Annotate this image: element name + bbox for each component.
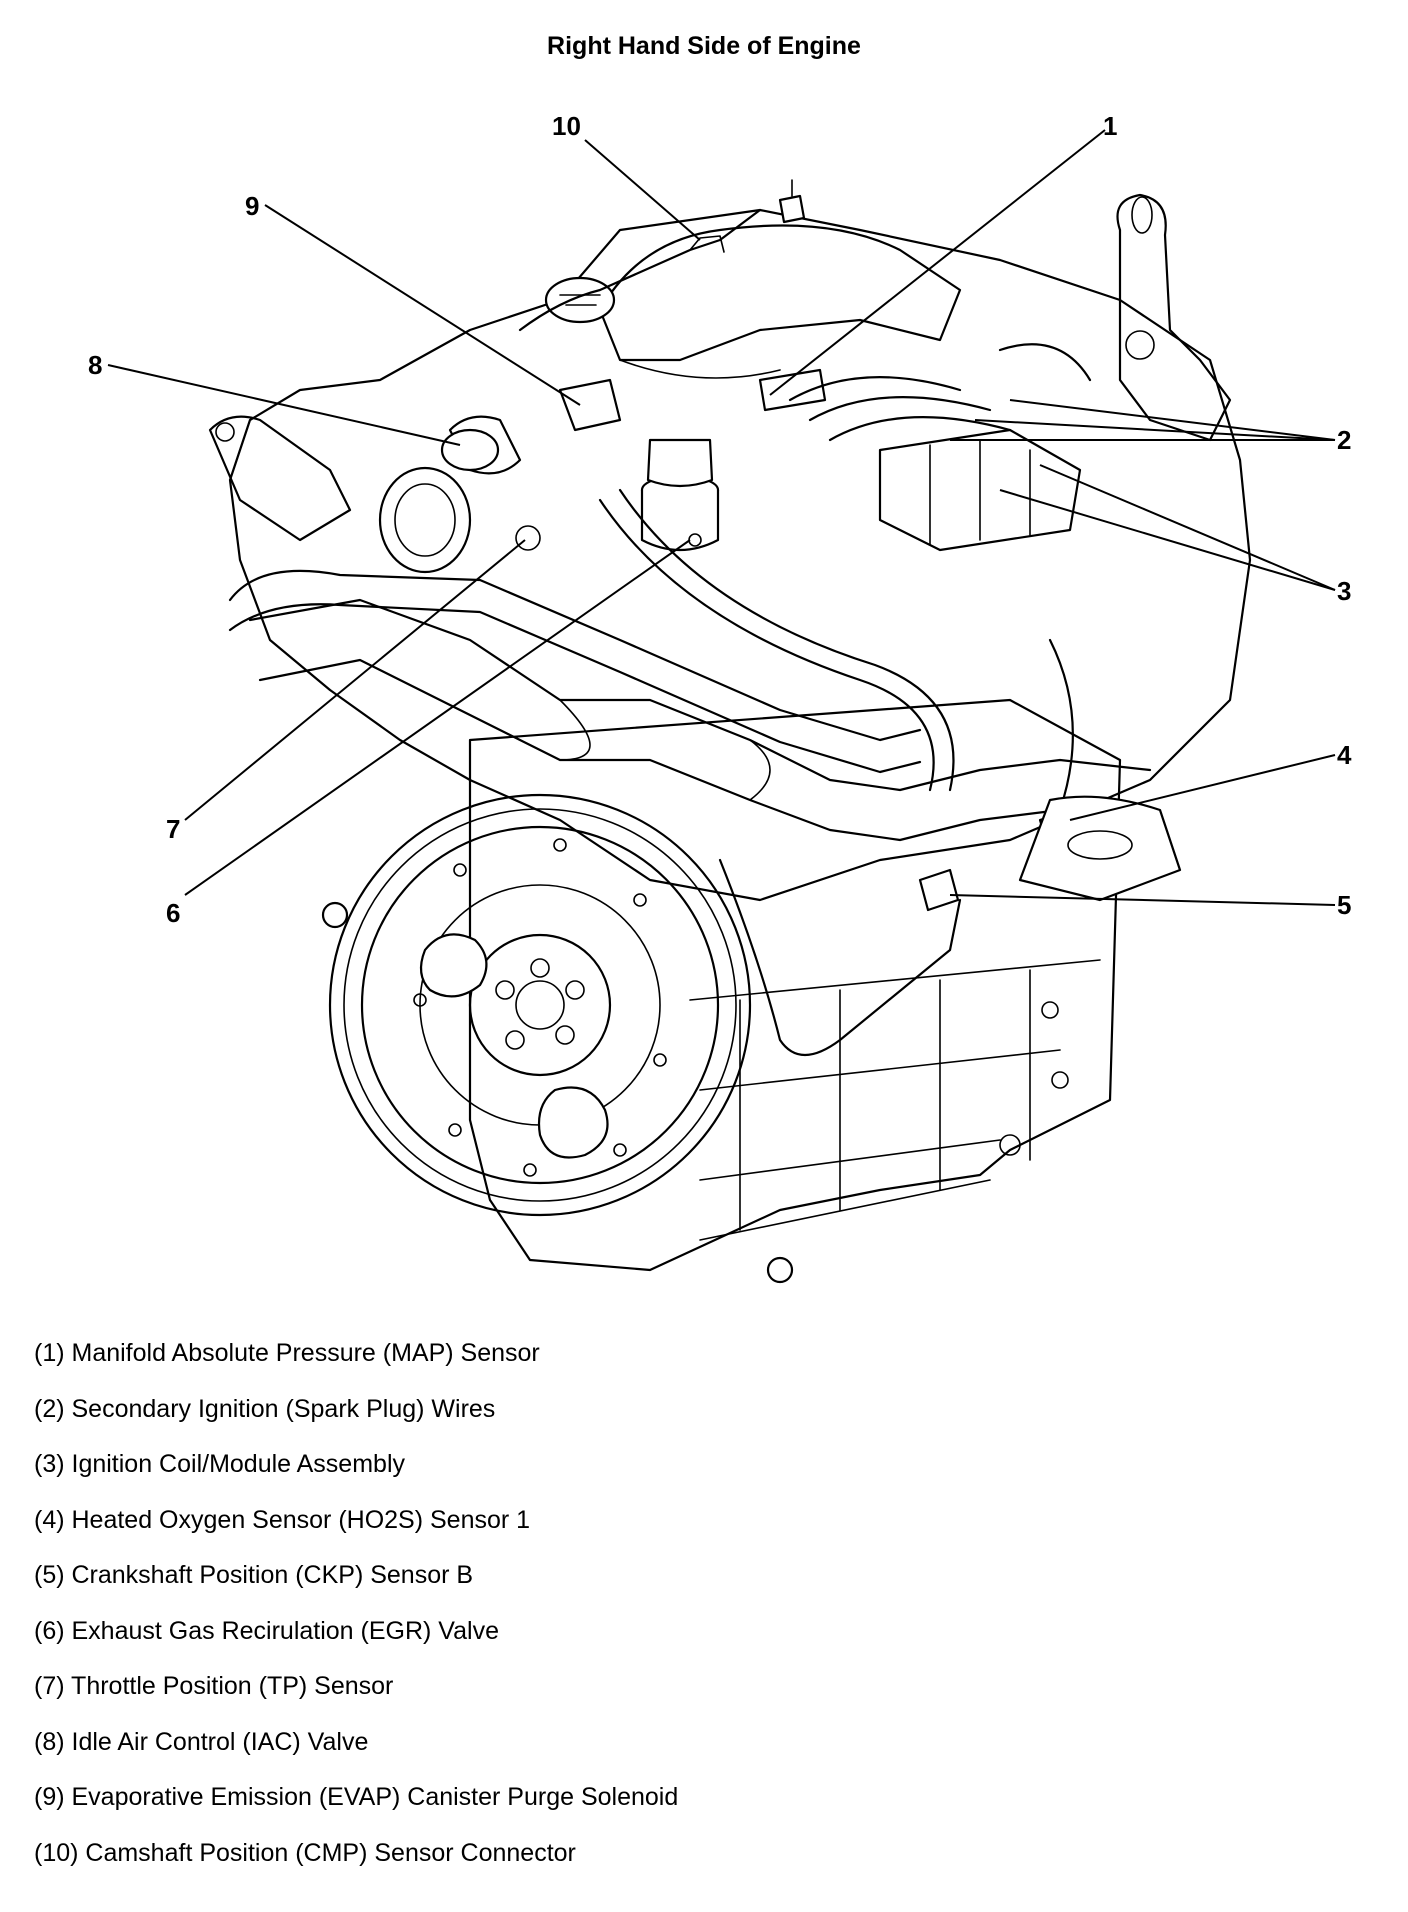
callout-2: 2	[1337, 425, 1351, 455]
legend-item-3: (3) Ignition Coil/Module Assembly	[34, 1450, 405, 1478]
diagram-title: Right Hand Side of Engine	[547, 32, 861, 60]
legend-item-8: (8) Idle Air Control (IAC) Valve	[34, 1727, 369, 1756]
callout-9: 9	[245, 191, 259, 221]
component-legend: (1) Manifold Absolute Pressure (MAP) Sen…	[34, 1338, 678, 1893]
oil-filler-cap	[544, 276, 616, 324]
ckp-sensor	[918, 868, 960, 912]
callout-7: 7	[166, 814, 180, 844]
callout-10: 10	[552, 111, 581, 141]
engine-illustration	[208, 179, 1252, 1284]
egr-valve	[640, 438, 720, 552]
callout-4: 4	[1337, 740, 1352, 770]
legend-item-7: (7) Throttle Position (TP) Sensor	[34, 1672, 394, 1700]
legend-item-5: (5) Crankshaft Position (CKP) Sensor B	[34, 1561, 474, 1589]
flywheel	[321, 793, 752, 1217]
engine-diagram: 1 2 3 4 5 6 7 8 9 10	[88, 111, 1352, 1284]
map-sensor	[758, 368, 827, 412]
legend-item-4: (4) Heated Oxygen Sensor (HO2S) Sensor 1	[34, 1505, 531, 1534]
callout-8: 8	[88, 350, 102, 380]
callout-6: 6	[166, 898, 180, 928]
legend-item-2: (2) Secondary Ignition (Spark Plug) Wire…	[34, 1394, 496, 1423]
iac-valve	[440, 428, 500, 472]
callout-1: 1	[1103, 111, 1117, 141]
callout-3: 3	[1337, 576, 1351, 606]
callout-numbers: 1 2 3 4 5 6 7 8 9 10	[88, 111, 1352, 928]
legend-item-6: (6) Exhaust Gas Recirulation (EGR) Valve	[34, 1616, 499, 1645]
legend-item-9: (9) Evaporative Emission (EVAP) Canister…	[34, 1783, 679, 1811]
legend-item-10: (10) Camshaft Position (CMP) Sensor Conn…	[34, 1838, 576, 1867]
leader-lines	[107, 129, 1336, 906]
callout-5: 5	[1337, 890, 1351, 920]
purge-solenoid	[558, 378, 622, 432]
legend-item-1: (1) Manifold Absolute Pressure (MAP) Sen…	[34, 1339, 540, 1367]
